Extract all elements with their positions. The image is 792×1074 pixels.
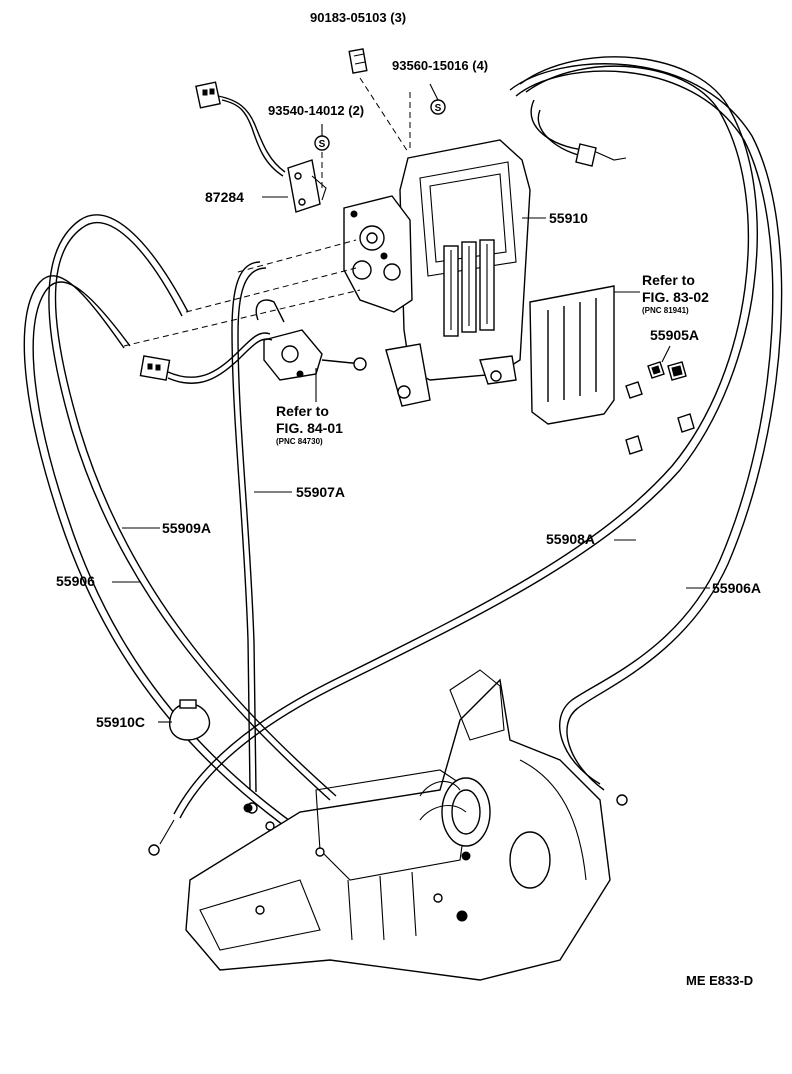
panel-83-02	[529, 285, 615, 425]
cable-end-55908A	[148, 844, 160, 856]
svg-text:S: S	[319, 139, 326, 150]
svg-text:S: S	[435, 103, 442, 114]
label-90183: 90183-05103 (3)	[310, 10, 407, 25]
bracket-87284	[287, 159, 327, 213]
cable-55906-a	[23, 275, 441, 921]
cable-55906A-b	[509, 63, 783, 791]
label-55907A: 55907A	[296, 484, 346, 500]
cable-tail-55908A	[159, 819, 175, 845]
control-head-55910	[343, 139, 531, 407]
label-55909A: 55909A	[162, 520, 212, 536]
servo-84-01	[255, 299, 367, 381]
cable-55906A-top-a	[530, 99, 591, 151]
cable-55909A-a	[48, 214, 331, 801]
cable-55908A-b	[173, 65, 750, 815]
label-refer-83-c: (PNC 81941)	[642, 306, 689, 315]
screw-symbol-93560: S	[430, 99, 446, 115]
knobs-55905A	[625, 361, 695, 455]
cable-55909A-b	[54, 222, 337, 797]
label-refer-83-b: FIG. 83-02	[642, 289, 709, 305]
leader-dash-5	[185, 267, 357, 313]
screw-symbol-93540: S	[314, 135, 330, 151]
label-87284: 87284	[205, 189, 244, 205]
leader-55905A	[661, 345, 671, 363]
leader-dash-6	[123, 289, 361, 347]
diagram-code: ME E833-D	[686, 973, 754, 988]
cable-55908A-a	[179, 56, 758, 819]
label-55906A: 55906A	[712, 580, 762, 596]
leader-93560	[429, 83, 439, 101]
connector-top	[195, 81, 286, 177]
leader-dash-1	[359, 77, 409, 153]
label-55905A: 55905A	[650, 327, 700, 343]
cable-55906A-a	[515, 70, 774, 785]
label-refer-83-a: Refer to	[642, 272, 695, 288]
clip-90183	[348, 48, 368, 74]
cable-55907A-b	[237, 267, 267, 793]
cable-end-55906A	[616, 794, 628, 806]
connector-left	[139, 332, 273, 384]
label-55910C: 55910C	[96, 714, 146, 730]
label-refer-84-a: Refer to	[276, 403, 329, 419]
label-93560: 93560-15016 (4)	[392, 58, 489, 73]
cable-55906-b	[32, 281, 447, 915]
label-55910: 55910	[549, 210, 588, 226]
cable-55907A-a	[231, 261, 261, 791]
label-refer-84-c: (PNC 84730)	[276, 437, 323, 446]
label-55906: 55906	[56, 573, 95, 589]
heater-unit	[185, 669, 611, 981]
label-refer-84-b: FIG. 84-01	[276, 420, 343, 436]
label-93540: 93540-14012 (2)	[268, 103, 365, 118]
grommet-55910C	[169, 699, 211, 741]
label-55908A: 55908A	[546, 531, 596, 547]
leader-dash-4	[237, 239, 357, 273]
cable-55906A-wire	[595, 151, 627, 161]
cable-55906A-fitting	[575, 143, 597, 167]
